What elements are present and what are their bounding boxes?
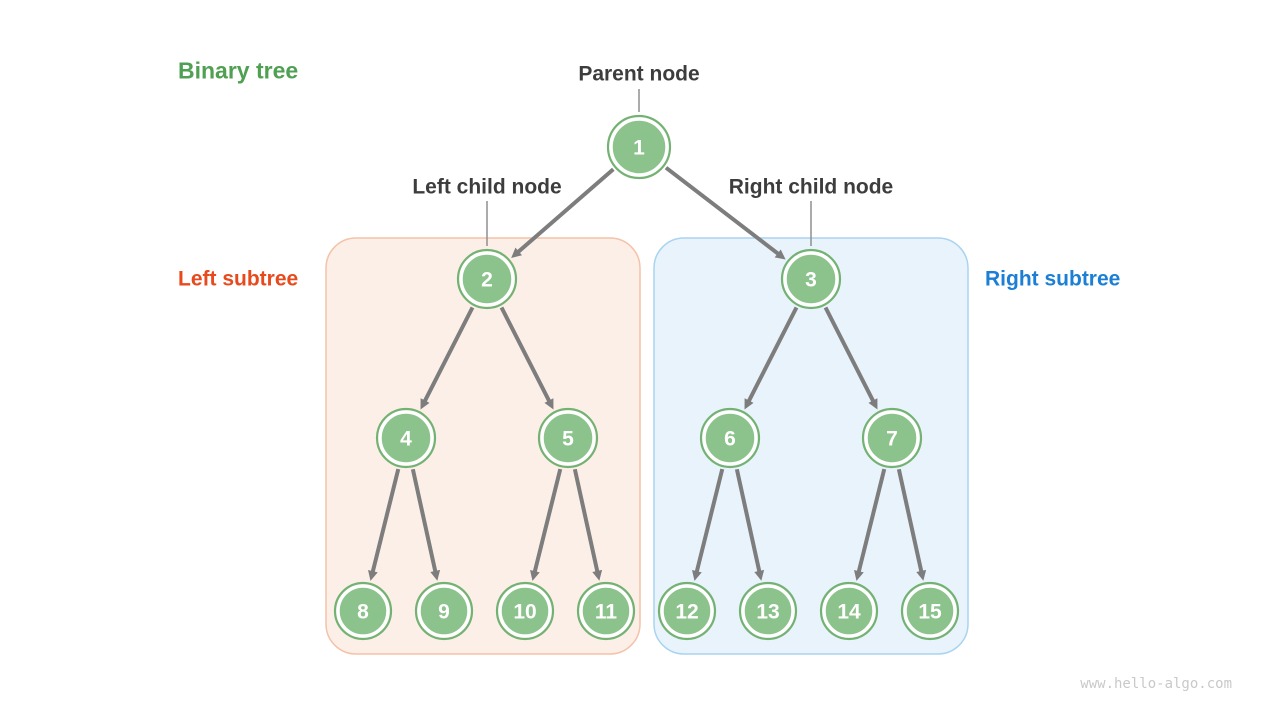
- node-value: 11: [595, 601, 618, 624]
- node-outer-ring: [780, 248, 842, 310]
- node-circle: [822, 584, 876, 638]
- node-circle: [579, 584, 633, 638]
- node-value: 7: [886, 428, 898, 451]
- tree-edge-1-3: [664, 166, 786, 260]
- node-value: 2: [481, 269, 493, 292]
- tree-edge-7-15: [896, 468, 927, 581]
- node-value: 15: [918, 601, 942, 624]
- tree-edge-7-14: [854, 468, 887, 581]
- tree-node-12: 12: [657, 581, 717, 641]
- node-circle: [417, 584, 471, 638]
- tree-node-15: 15: [900, 581, 960, 641]
- tree-node-8: 8: [333, 581, 393, 641]
- node-value: 9: [438, 601, 450, 624]
- node-value: 5: [562, 428, 574, 451]
- node-circle: [609, 117, 669, 177]
- tree-edge-2-4: [420, 306, 475, 410]
- node-outer-ring: [861, 407, 923, 469]
- node-value: 12: [675, 601, 698, 624]
- node-circle: [741, 584, 795, 638]
- tree-edge-5-11: [572, 468, 603, 581]
- node-value: 13: [756, 601, 779, 624]
- tree-node-14: 14: [819, 581, 879, 641]
- node-circle: [459, 251, 515, 307]
- watermark: www.hello-algo.com: [1080, 676, 1232, 692]
- tree-node-9: 9: [414, 581, 474, 641]
- node-outer-ring: [900, 581, 960, 641]
- left-child-node-label: Left child node: [412, 175, 562, 199]
- node-circle: [378, 410, 434, 466]
- node-value: 4: [400, 428, 412, 451]
- node-circle: [660, 584, 714, 638]
- node-value: 8: [357, 601, 369, 624]
- tree-edge-4-9: [410, 468, 441, 581]
- node-outer-ring: [456, 248, 518, 310]
- node-circle: [783, 251, 839, 307]
- tree-node-7: 7: [861, 407, 923, 469]
- node-outer-ring: [606, 114, 672, 180]
- node-circle: [498, 584, 552, 638]
- tree-node-6: 6: [699, 407, 761, 469]
- tree-edge-1-2: [511, 167, 615, 259]
- node-outer-ring: [657, 581, 717, 641]
- node-outer-ring: [738, 581, 798, 641]
- node-outer-ring: [333, 581, 393, 641]
- tree-node-4: 4: [375, 407, 437, 469]
- right-subtree-label: Right subtree: [985, 267, 1121, 291]
- node-circle: [336, 584, 390, 638]
- tree-node-5: 5: [537, 407, 599, 469]
- node-circle: [903, 584, 957, 638]
- tree-edge-5-10: [530, 468, 563, 581]
- tree-edge-2-5: [499, 306, 554, 410]
- tree-edge-6-12: [692, 468, 725, 581]
- tree-node-1: 1: [606, 114, 672, 180]
- tree-edge-4-8: [368, 468, 401, 581]
- left-subtree-label: Left subtree: [178, 267, 299, 291]
- tree-node-10: 10: [495, 581, 555, 641]
- node-value: 6: [724, 428, 736, 451]
- node-circle: [540, 410, 596, 466]
- figure-title: Binary tree: [178, 57, 299, 84]
- tree-node-11: 11: [576, 581, 636, 641]
- node-outer-ring: [537, 407, 599, 469]
- node-value: 1: [633, 137, 645, 160]
- tree-edge-3-7: [823, 306, 878, 410]
- node-value: 10: [513, 601, 536, 624]
- node-outer-ring: [495, 581, 555, 641]
- tree-node-2: 2: [456, 248, 518, 310]
- node-value: 14: [837, 601, 861, 624]
- node-value: 3: [805, 269, 817, 292]
- tree-node-13: 13: [738, 581, 798, 641]
- node-outer-ring: [375, 407, 437, 469]
- left-subtree-box: [325, 237, 641, 655]
- node-outer-ring: [819, 581, 879, 641]
- tree-edge-3-6: [744, 306, 799, 410]
- tree-edge-6-13: [734, 468, 765, 581]
- parent-node-label: Parent node: [578, 62, 700, 86]
- node-outer-ring: [414, 581, 474, 641]
- node-circle: [864, 410, 920, 466]
- right-child-node-label: Right child node: [728, 175, 894, 199]
- node-outer-ring: [699, 407, 761, 469]
- node-circle: [702, 410, 758, 466]
- tree-node-3: 3: [780, 248, 842, 310]
- node-outer-ring: [576, 581, 636, 641]
